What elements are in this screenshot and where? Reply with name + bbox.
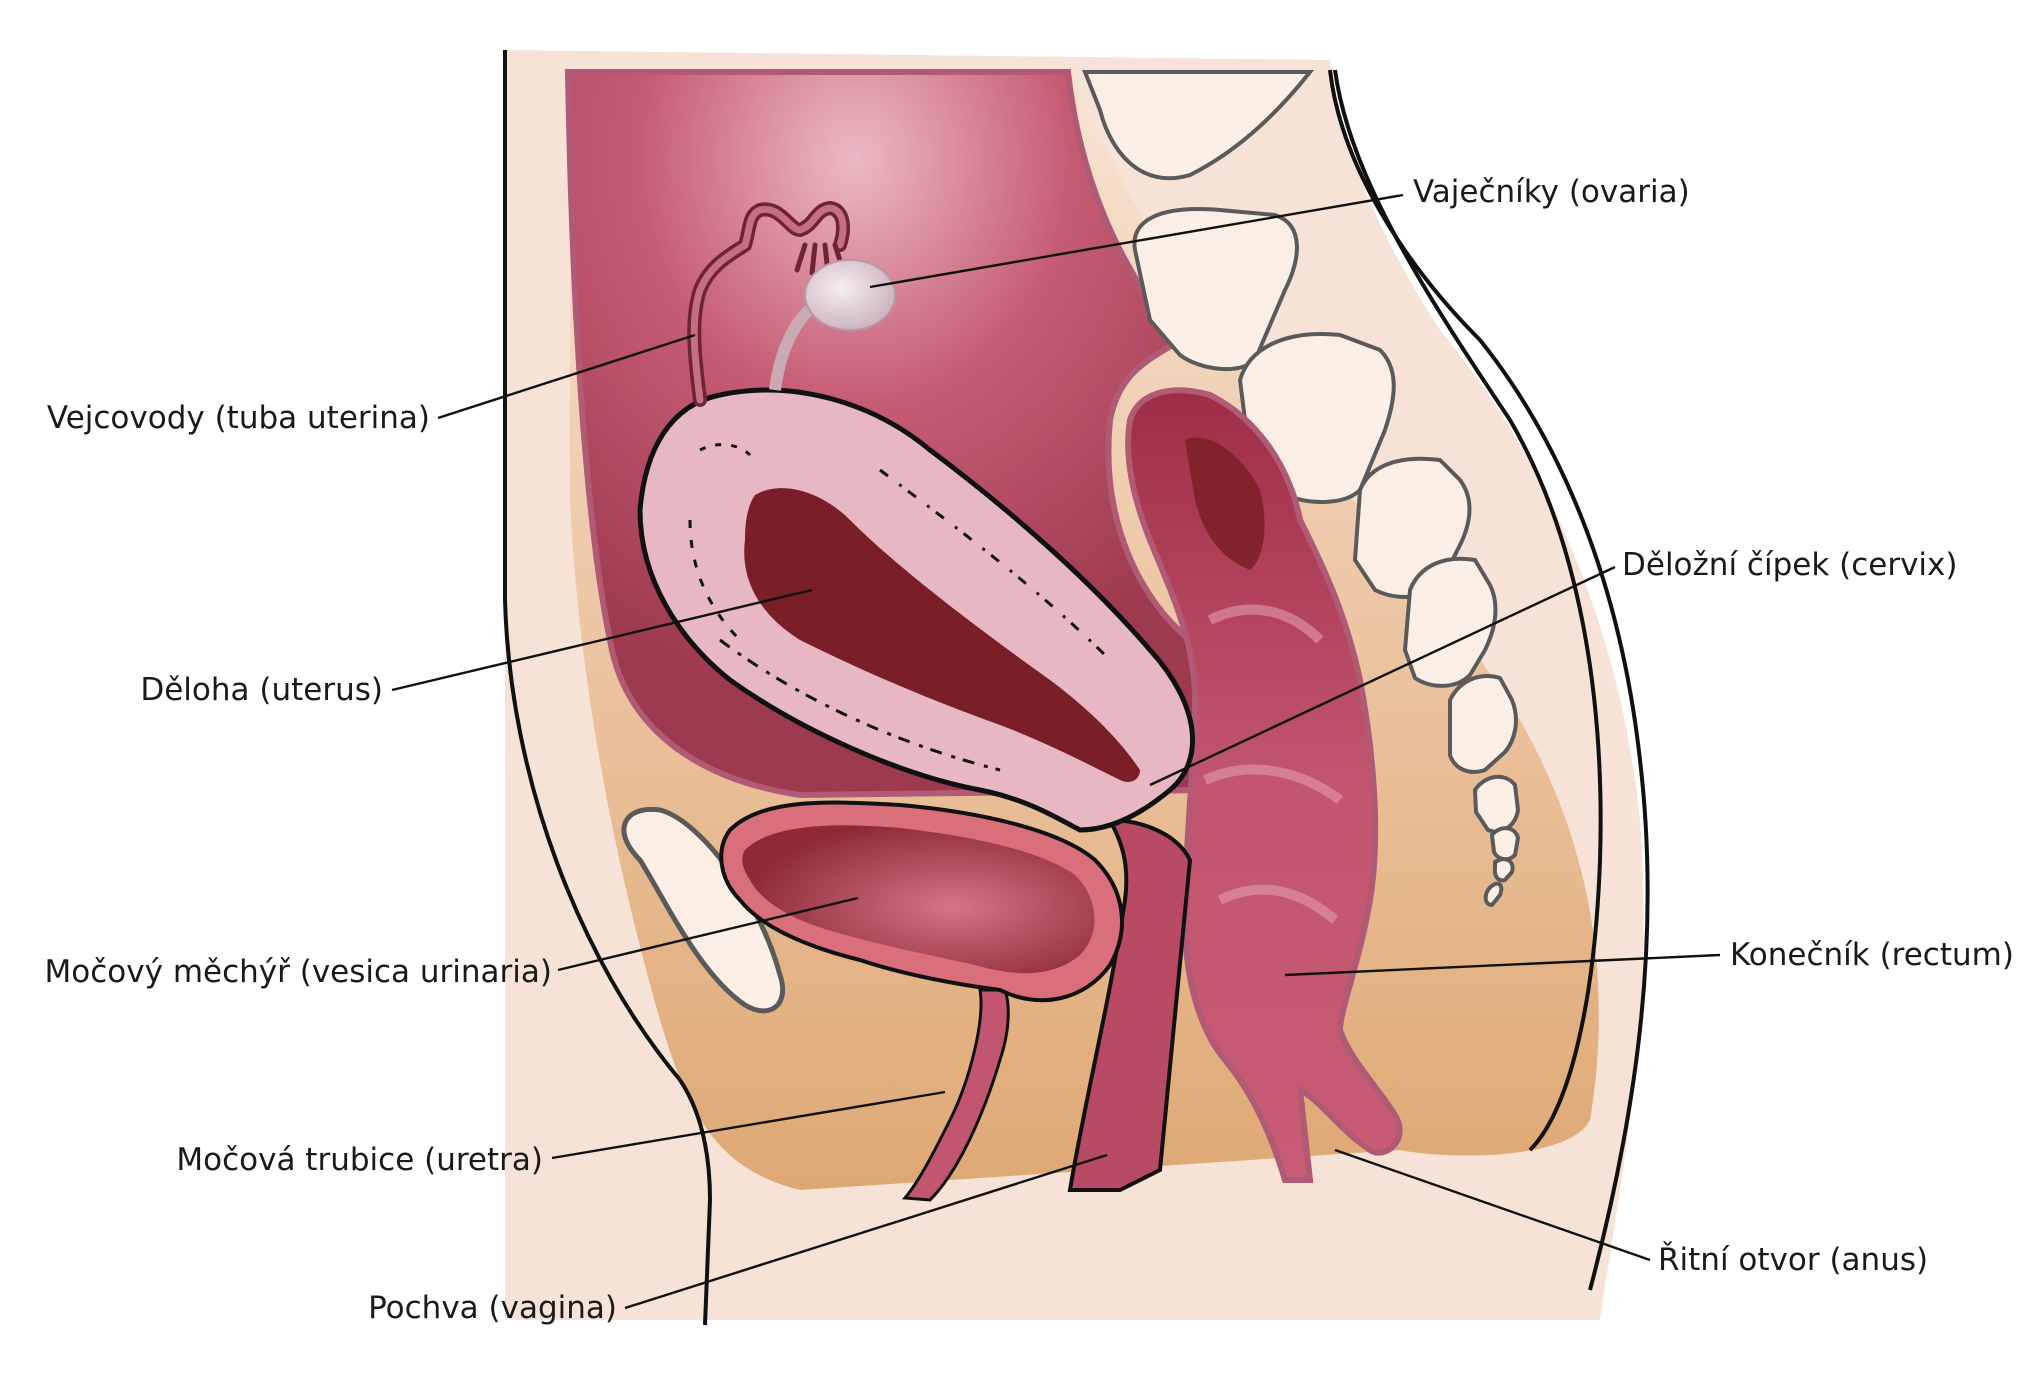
body-outline-front xyxy=(503,50,713,1326)
labels: Vaječníky (ovaria) Vejcovody (tuba uteri… xyxy=(45,174,2014,1326)
leader-tuba xyxy=(437,333,696,420)
leader-bladder xyxy=(557,896,859,972)
label-uretra: Močová trubice (uretra) xyxy=(176,1142,543,1178)
leader-uterus xyxy=(391,588,813,692)
rectum xyxy=(1125,387,1403,1183)
label-vagina: Pochva (vagina) xyxy=(368,1290,617,1326)
leader-cervix xyxy=(1149,565,1616,787)
urethra xyxy=(901,988,1010,1202)
leader-rectum xyxy=(1284,953,1721,977)
leader-vagina xyxy=(624,1153,1108,1310)
ovary xyxy=(804,259,896,331)
sacrum-vertebrae xyxy=(1082,70,1521,908)
label-ovaria: Vaječníky (ovaria) xyxy=(1413,174,1690,210)
leader-lines xyxy=(391,193,1721,1310)
leader-ovaria xyxy=(869,193,1404,289)
label-anus: Řitní otvor (anus) xyxy=(1658,1242,1928,1278)
label-uterus: Děloha (uterus) xyxy=(140,672,383,708)
fallopian-tube-and-ovary xyxy=(687,200,896,407)
label-cervix: Děložní čípek (cervix) xyxy=(1622,547,1957,583)
vagina xyxy=(1067,817,1193,1192)
leader-uretra xyxy=(551,1090,946,1160)
urinary-bladder xyxy=(719,800,1124,1003)
pubic-bone xyxy=(621,806,786,1014)
label-bladder: Močový měchýř (vesica urinaria) xyxy=(45,954,552,990)
label-rectum: Konečník (rectum) xyxy=(1730,937,2014,973)
uterus xyxy=(637,387,1196,833)
label-tuba: Vejcovody (tuba uterina) xyxy=(47,400,430,436)
tissue-outline-back xyxy=(1333,69,1603,1152)
leader-anus xyxy=(1334,1148,1651,1262)
